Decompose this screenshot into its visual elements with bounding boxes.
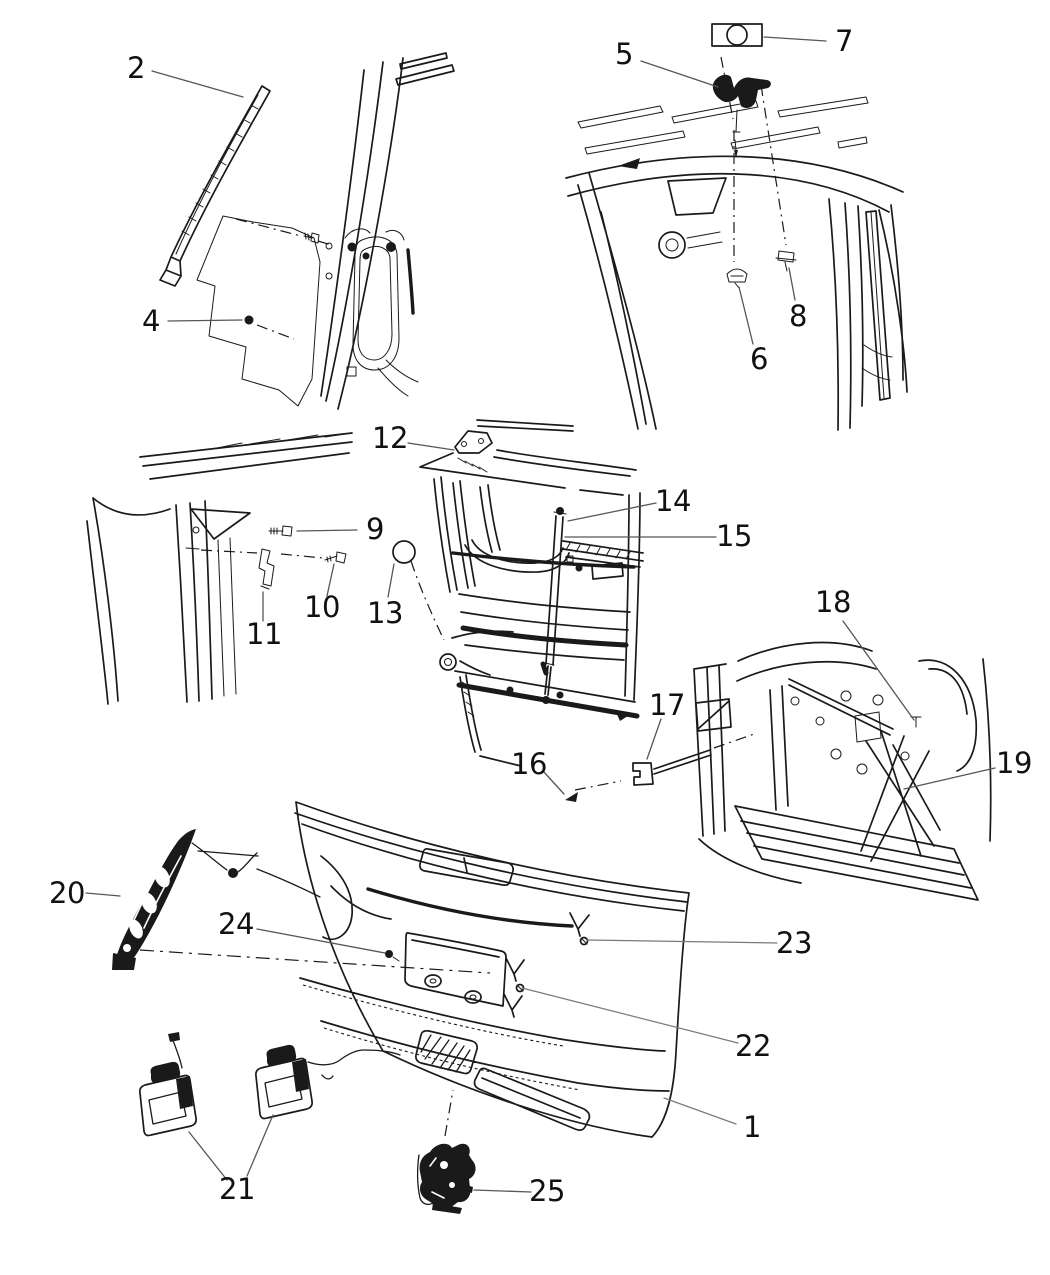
callout-20: 20 bbox=[49, 876, 85, 910]
callout-12: 12 bbox=[372, 421, 408, 455]
callout-labels: 1 2 4 5 6 7 8 9 10 11 12 13 14 15 16 17 … bbox=[49, 24, 1032, 1208]
leader-4 bbox=[167, 319, 243, 322]
leader-1 bbox=[663, 1097, 737, 1125]
callout-22: 22 bbox=[735, 1029, 771, 1063]
callout-14: 14 bbox=[655, 484, 691, 518]
grommet-13-part bbox=[392, 540, 416, 564]
section-liftgate-inner bbox=[387, 419, 717, 802]
leader-16 bbox=[542, 770, 565, 795]
callout-7: 7 bbox=[835, 24, 853, 58]
leader-6 bbox=[738, 286, 754, 345]
leader-2 bbox=[151, 70, 244, 98]
callout-16: 16 bbox=[511, 747, 547, 781]
leader-5 bbox=[640, 60, 719, 88]
section-quarter-panel bbox=[86, 432, 358, 705]
callout-17: 17 bbox=[649, 688, 685, 722]
section-body-structure bbox=[632, 620, 996, 901]
callout-13: 13 bbox=[367, 596, 403, 630]
fastener-24-dot bbox=[385, 950, 393, 958]
callout-19: 19 bbox=[996, 746, 1032, 780]
hinge-5-part bbox=[618, 74, 771, 169]
callout-6: 6 bbox=[750, 342, 768, 376]
leader-19 bbox=[903, 767, 996, 790]
leader-20 bbox=[85, 892, 121, 897]
leader-13 bbox=[387, 563, 395, 598]
leader-18 bbox=[842, 620, 915, 721]
callout-9: 9 bbox=[366, 512, 384, 546]
callout-5: 5 bbox=[615, 37, 633, 71]
callout-4: 4 bbox=[142, 304, 160, 338]
latch-part bbox=[416, 1143, 476, 1214]
grommet-7-part bbox=[726, 24, 748, 46]
leader-24 bbox=[256, 928, 386, 954]
callout-11: 11 bbox=[246, 617, 282, 651]
callout-21: 21 bbox=[219, 1172, 255, 1206]
leader-14 bbox=[567, 502, 657, 522]
leader-7 bbox=[763, 36, 827, 42]
callout-15: 15 bbox=[716, 519, 752, 553]
leader-8 bbox=[788, 267, 796, 301]
callout-23: 23 bbox=[776, 926, 812, 960]
callout-2: 2 bbox=[127, 51, 145, 85]
callout-25: 25 bbox=[529, 1174, 565, 1208]
leader-17 bbox=[646, 718, 662, 760]
callout-24: 24 bbox=[218, 907, 254, 941]
handle-parts bbox=[139, 1032, 401, 1137]
section-dpillar-applique bbox=[151, 52, 455, 410]
leader-22 bbox=[521, 987, 739, 1044]
callout-8: 8 bbox=[789, 299, 807, 333]
section-roof-hinge bbox=[565, 23, 908, 431]
leader-21 bbox=[188, 1114, 274, 1181]
callout-18: 18 bbox=[815, 585, 851, 619]
leader-12 bbox=[407, 442, 455, 451]
callout-1: 1 bbox=[743, 1110, 761, 1144]
leader-25 bbox=[473, 1189, 532, 1193]
fastener-4-dot bbox=[244, 315, 254, 325]
leader-23 bbox=[586, 939, 778, 944]
leader-9 bbox=[296, 529, 358, 532]
section-liftgate-outer bbox=[85, 801, 778, 1214]
callout-10: 10 bbox=[304, 590, 340, 624]
leader-10 bbox=[326, 563, 335, 597]
